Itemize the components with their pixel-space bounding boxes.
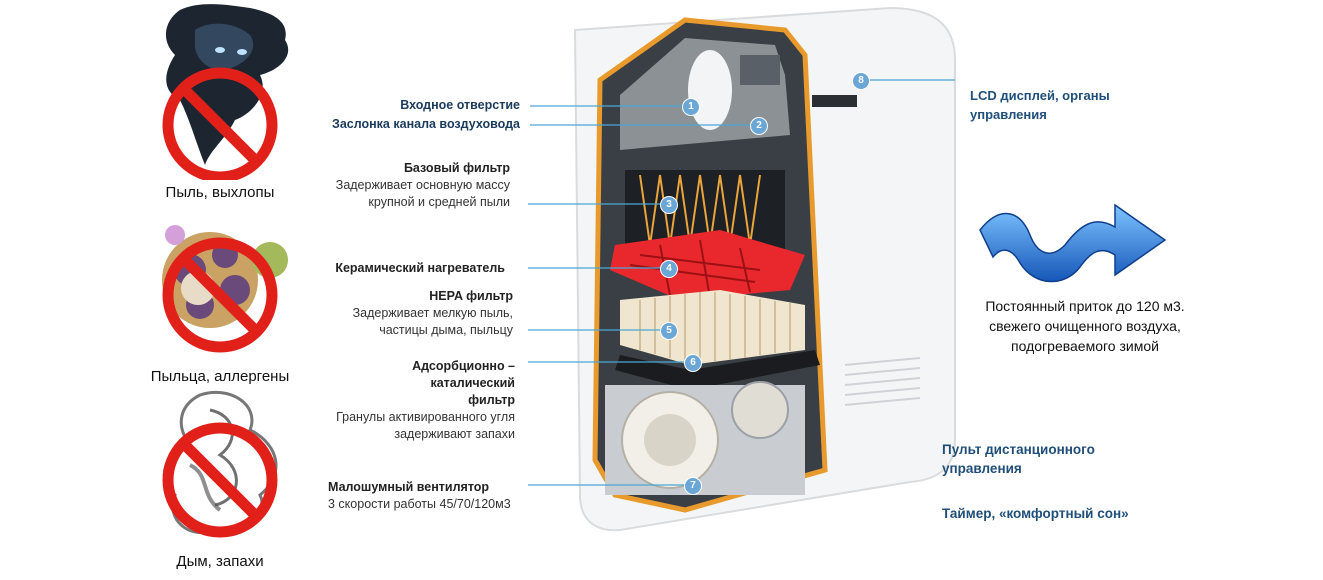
airflow-text: Постоянный приток до 120 м3. свежего очи… [940, 296, 1230, 356]
label-adsorption: Адсорбционно – каталический фильтр Грану… [336, 358, 515, 443]
callout-badge: 3 [660, 196, 678, 214]
label-desc: частицы дыма, пыльцу [379, 323, 513, 337]
label-title: Адсорбционно – [412, 359, 515, 373]
airflow-line: Постоянный приток до 120 м3. [985, 298, 1185, 314]
label-title: каталический [430, 376, 515, 390]
no-sign-icon [162, 67, 278, 180]
label-desc: крупной и средней пыли [368, 195, 510, 209]
label-title: HEPA фильтр [429, 289, 513, 303]
label-desc: задерживают запахи [394, 427, 515, 441]
feature-line: Пульт дистанционного [942, 442, 1095, 457]
label-heater: Керамический нагреватель [335, 260, 505, 277]
callout-badge: 8 [852, 72, 870, 90]
label-hepa: HEPA фильтр Задерживает мелкую пыль, час… [353, 288, 513, 339]
callout-badge: 5 [660, 322, 678, 340]
feature-remote: Пульт дистанционного управления [942, 440, 1095, 478]
label-title: Входное отверстие [400, 98, 520, 112]
label-base-filter: Базовый фильтр Задерживает основную масс… [336, 160, 510, 211]
airflow-arrow-icon [979, 203, 1167, 283]
label-title: Заслонка канала воздуховода [331, 117, 520, 131]
label-inlet: Входное отверстие [400, 97, 520, 114]
hazard-label: Дым, запахи [176, 553, 264, 570]
hazard-dust: Пыль, выхлопы [120, 0, 320, 210]
label-fan: Малошумный вентилятор 3 скорости работы … [328, 479, 511, 513]
no-sign-icon [162, 422, 278, 538]
callout-badge: 1 [682, 98, 700, 116]
label-title: Керамический нагреватель [335, 261, 505, 275]
device-cutaway-illustration [573, 6, 956, 532]
label-damper: Заслонка канала воздуховода [332, 116, 520, 133]
label-desc: Задерживает основную массу [335, 178, 510, 192]
smoke-icon [162, 390, 278, 538]
label-desc: Задерживает мелкую пыль, [352, 306, 513, 320]
callout-badge: 6 [684, 354, 702, 372]
label-title: управления [970, 107, 1047, 122]
label-title: Малошумный вентилятор [328, 480, 490, 494]
hazard-label: Пыльца, аллергены [150, 368, 290, 385]
hazard-label: Пыль, выхлопы [165, 184, 275, 201]
callout-badge: 4 [660, 260, 678, 278]
feature-line: управления [942, 461, 1022, 476]
airflow-line: подогреваемого зимой [1011, 338, 1159, 354]
label-title: Базовый фильтр [403, 161, 510, 175]
label-lcd: LCD дисплей, органы управления [970, 86, 1110, 124]
label-desc: Гранулы активированного угля [336, 410, 515, 424]
label-title: LCD дисплей, органы [970, 88, 1110, 103]
hazard-pollen: Пыльца, аллергены [120, 210, 320, 390]
no-sign-icon [162, 237, 278, 353]
label-desc: 3 скорости работы 45/70/120м3 [328, 497, 511, 511]
airflow-line: свежего очищенного воздуха, [989, 318, 1181, 334]
hazard-smoke: Дым, запахи [120, 385, 320, 580]
pollen-icon [162, 225, 288, 353]
callout-badge: 2 [750, 117, 768, 135]
label-title: фильтр [468, 393, 515, 407]
callout-badge: 7 [684, 477, 702, 495]
dust-smoke-icon [162, 4, 289, 180]
feature-timer: Таймер, «комфортный сон» [942, 506, 1129, 521]
